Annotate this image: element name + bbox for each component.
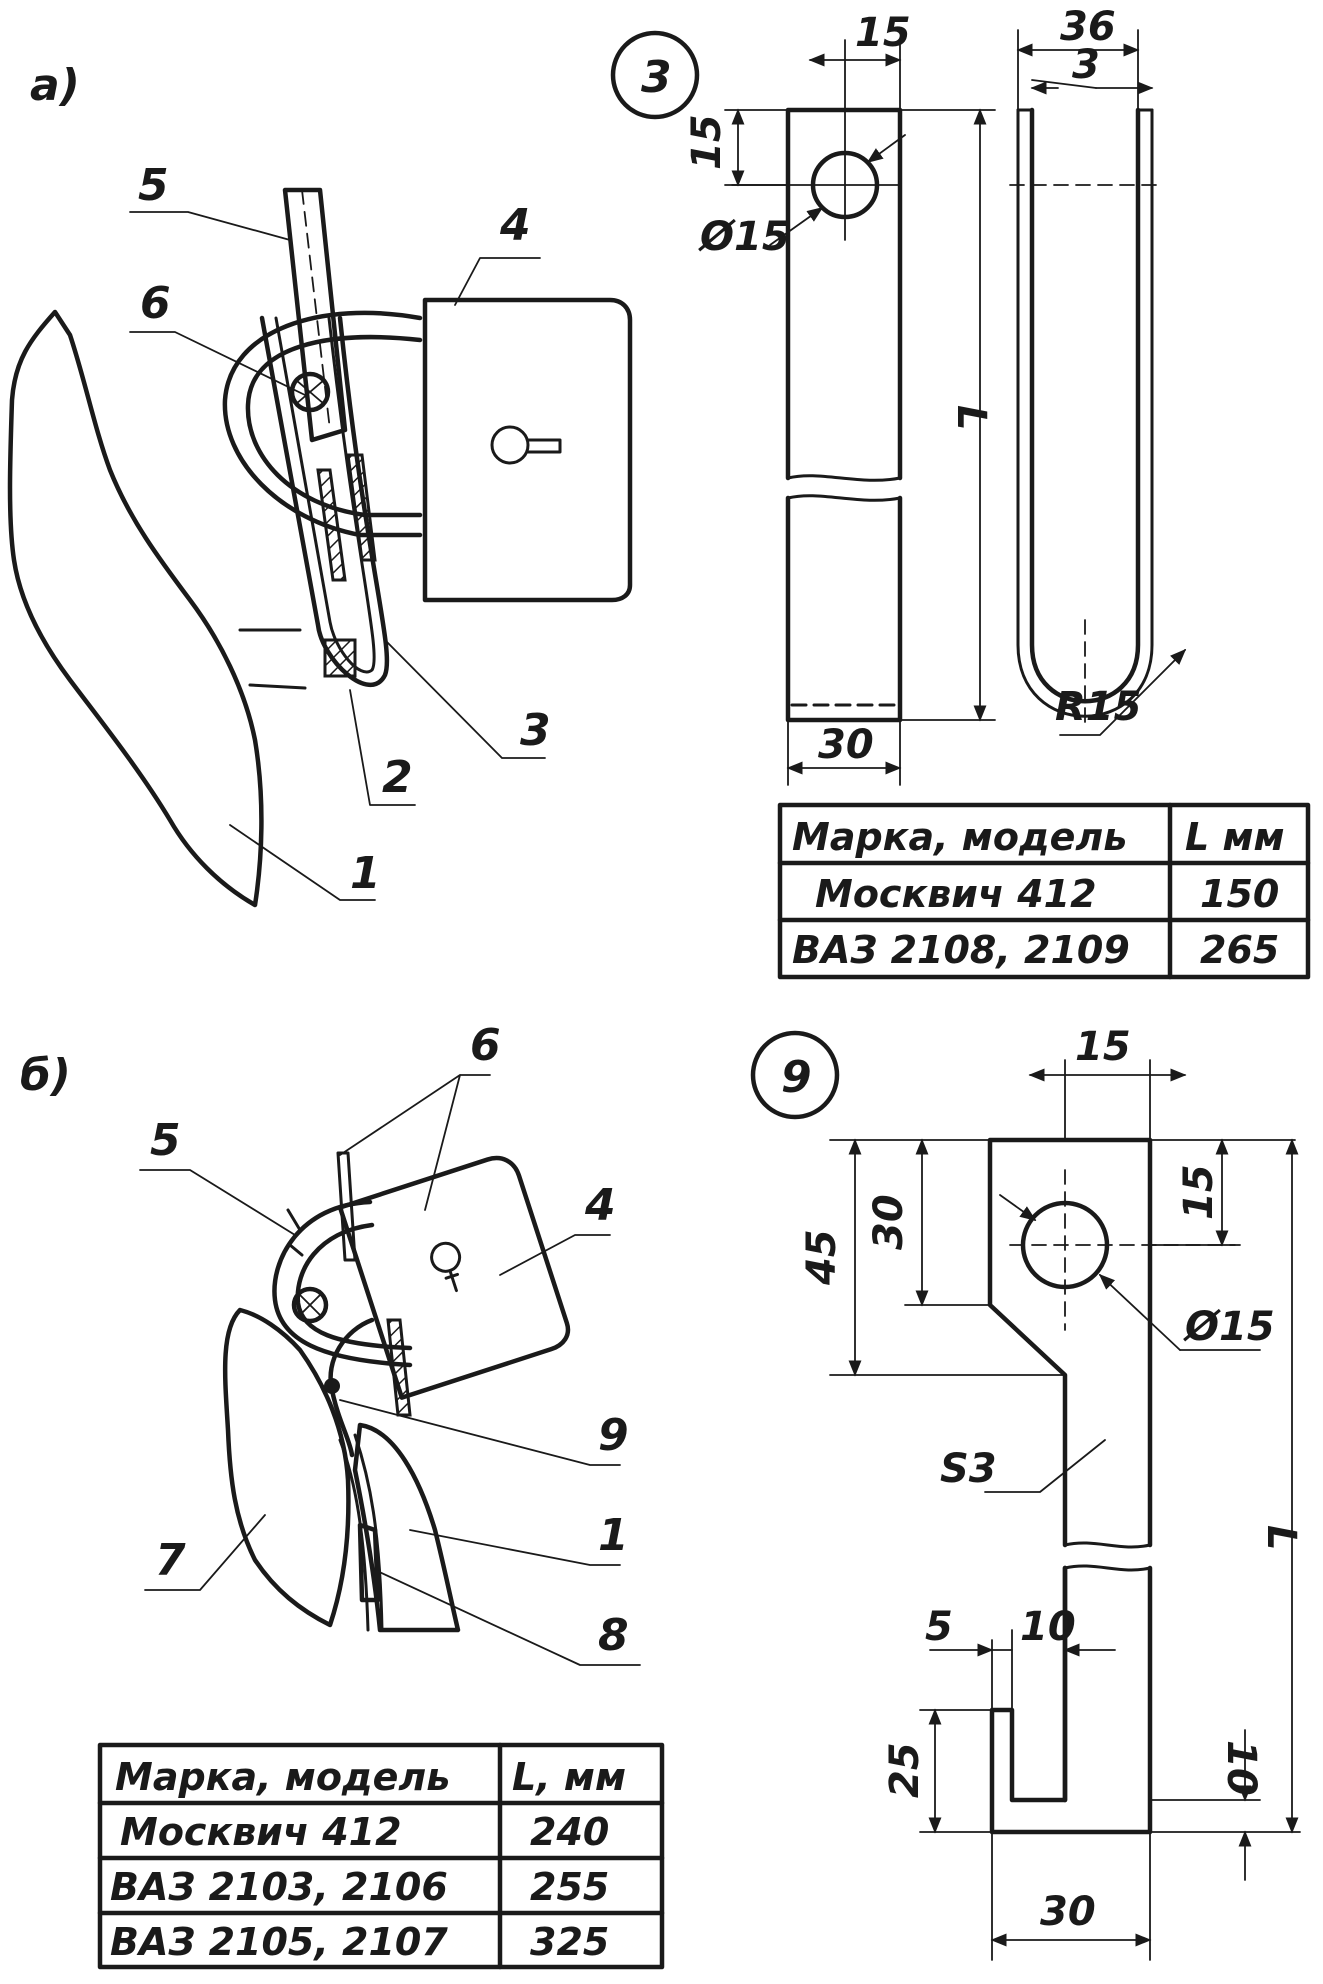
tableb-row1-L: 240 xyxy=(530,1810,609,1854)
dim9-dia-15: Ø15 xyxy=(1183,1304,1275,1350)
view-b-title: б) xyxy=(20,1050,71,1101)
strip-8 xyxy=(338,1433,384,1632)
dim-15-top: 15 xyxy=(855,10,911,56)
callout-9-b: 9 xyxy=(598,1410,629,1461)
dim9-15-top: 15 xyxy=(1075,1024,1131,1070)
padlock-shackle xyxy=(222,310,423,538)
tableb-row2-model: ВАЗ 2103, 2106 xyxy=(110,1865,448,1909)
pin-6 xyxy=(289,371,331,413)
tableb-header-model: Марка, модель xyxy=(115,1755,450,1799)
callout-5-b: 5 xyxy=(150,1115,181,1166)
callout-5: 5 xyxy=(138,160,169,211)
part-9-drawing: 9 15 45 30 15 Ø15 S3 xyxy=(750,1024,1304,1961)
view-a-title: а) xyxy=(30,60,80,111)
dim9-5: 5 xyxy=(925,1604,953,1650)
keyhole-icon-b xyxy=(430,1241,462,1273)
table3-row1-model: Москвич 412 xyxy=(815,872,1097,916)
panel-7 xyxy=(222,1307,351,1628)
table-view-b: Марка, модель L, мм Москвич 412 240 ВАЗ … xyxy=(97,1742,665,1970)
padlock-4-b xyxy=(337,1155,571,1400)
callout-1-b: 1 xyxy=(598,1510,629,1561)
dim9-30-bottom: 30 xyxy=(1040,1889,1096,1935)
tableb-row3-L: 325 xyxy=(530,1920,609,1964)
table3-header-L: L мм xyxy=(1185,815,1285,859)
table-part3: Марка, модель L мм Москвич 412 150 ВАЗ 2… xyxy=(777,802,1311,980)
tableb-header-L: L, мм xyxy=(512,1755,626,1799)
body-panel-1 xyxy=(7,309,264,908)
callout-7-b: 7 xyxy=(155,1535,186,1586)
callout-2: 2 xyxy=(382,752,413,803)
callout-4-b: 4 xyxy=(584,1180,616,1231)
callout-8-b: 8 xyxy=(598,1610,629,1661)
dim-15-left: 15 xyxy=(684,114,730,170)
dim-30: 30 xyxy=(818,722,874,768)
dim-L: L xyxy=(948,405,994,431)
table3-row2-L: 265 xyxy=(1200,928,1279,972)
table3-row2-model: ВАЗ 2108, 2109 xyxy=(792,928,1130,972)
dim9-15-right: 15 xyxy=(1176,1164,1222,1220)
dim9-30: 30 xyxy=(866,1194,912,1250)
panel-1 xyxy=(352,1422,461,1633)
padlock-shackle-b xyxy=(272,1199,413,1368)
part-3-drawing: 3 15 15 Ø15 L 30 xyxy=(610,4,1311,980)
view-b: б) 6 5 4 9 xyxy=(20,1020,641,1666)
dim-dia-15: Ø15 xyxy=(698,214,790,260)
plate-9-lower xyxy=(989,1565,1153,1835)
rod-5 xyxy=(282,187,348,443)
dim9-25: 25 xyxy=(882,1742,928,1798)
part-3-badge xyxy=(610,30,700,120)
pin-6-b xyxy=(291,1286,329,1324)
u-bracket-side xyxy=(1029,107,1141,704)
callout-6-b: 6 xyxy=(470,1020,501,1071)
view-a: а) 5 6 4 3 2 xyxy=(7,60,633,908)
tableb-row2-L: 255 xyxy=(530,1865,609,1909)
section-2 xyxy=(323,638,357,678)
callout-4: 4 xyxy=(499,200,531,251)
tableb-row1-model: Москвич 412 xyxy=(120,1810,402,1854)
part-9-badge xyxy=(750,1030,840,1120)
dim9-10b: 10 xyxy=(1218,1740,1264,1796)
callout-3: 3 xyxy=(520,705,551,756)
part-3-badge-label: 3 xyxy=(641,52,672,103)
bracket-arm-2 xyxy=(238,628,307,690)
dim9-10a: 10 xyxy=(1020,1604,1076,1650)
dim-36: 36 xyxy=(1060,4,1116,50)
table3-header-model: Марка, модель xyxy=(792,815,1127,859)
rod-5-b xyxy=(286,1208,304,1257)
dim9-L: L xyxy=(1258,1525,1304,1551)
part-9-badge-label: 9 xyxy=(781,1052,812,1103)
padlock-4 xyxy=(422,297,633,603)
tableb-row3-model: ВАЗ 2105, 2107 xyxy=(110,1920,448,1964)
callout-1: 1 xyxy=(350,848,381,899)
dim9-S3: S3 xyxy=(940,1446,997,1492)
dim-3: 3 xyxy=(1072,42,1100,88)
callout-6: 6 xyxy=(140,278,171,329)
table3-row1-L: 150 xyxy=(1200,872,1279,916)
plate-front xyxy=(785,107,903,481)
keyhole-icon xyxy=(490,425,530,465)
dim9-45: 45 xyxy=(799,1229,845,1286)
plate-9-upper xyxy=(987,1137,1153,1548)
dim-R15: R15 xyxy=(1055,684,1141,730)
